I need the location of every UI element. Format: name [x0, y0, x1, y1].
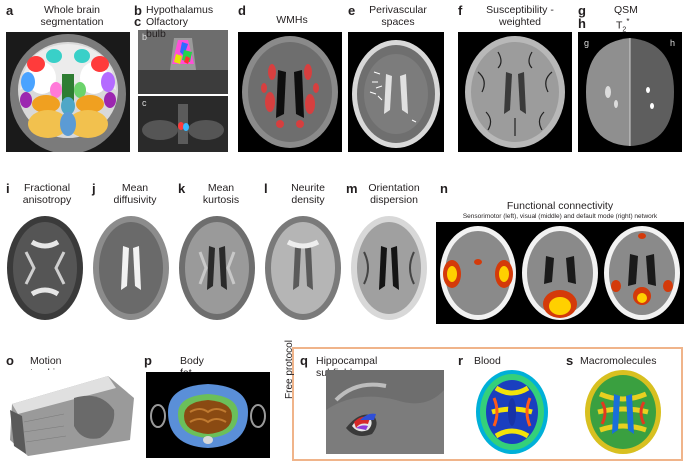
panel-letter: g — [578, 3, 586, 18]
whole-brain-segmentation-image — [6, 32, 130, 152]
title-subscript: 2 — [622, 26, 627, 34]
wmh-image — [238, 32, 342, 152]
panel-letter: h — [578, 16, 586, 31]
panel-title: T2* — [616, 16, 629, 37]
panel-letter: a — [6, 3, 14, 18]
inset-label: h — [670, 38, 676, 48]
macromolecules-image — [580, 368, 666, 456]
hippocampal-subfields-image — [326, 370, 444, 454]
body-fat-image — [146, 372, 270, 458]
panel-letter: e — [348, 3, 356, 18]
panel-letter: j — [92, 181, 96, 196]
panel-letter: r — [458, 353, 464, 368]
panel-letter: n — [440, 181, 448, 196]
panel-title: WMHs — [276, 14, 308, 26]
inset-label: b — [142, 32, 148, 42]
panel-title: Whole brain segmentation — [40, 4, 104, 28]
panel-letter: o — [6, 353, 14, 368]
panel-letter: l — [264, 181, 268, 196]
free-protocol-label: Free protocol — [284, 340, 295, 399]
panel-letter: b — [134, 3, 142, 18]
panel-title: Mean diffusivity — [113, 182, 157, 206]
panel-letter: c — [134, 14, 142, 29]
inset-label: g — [584, 38, 590, 48]
panel-title: QSM — [614, 4, 638, 16]
panel-title: Functional connectivity — [506, 200, 614, 212]
panel-letter: s — [566, 353, 574, 368]
panel-letter: q — [300, 353, 308, 368]
neurite-density-image — [262, 212, 344, 324]
olfactory-bulb-image: c — [138, 96, 228, 152]
panel-title: Olfactory bulb — [146, 16, 189, 40]
inset-label: c — [142, 98, 147, 108]
qsm-t2star-image: g h — [578, 32, 682, 152]
panel-letter: m — [346, 181, 358, 196]
panel-letter: i — [6, 181, 10, 196]
panel-title: Perivascular spaces — [369, 4, 427, 28]
mean-kurtosis-image — [176, 212, 258, 324]
title-main: T — [616, 19, 623, 32]
functional-connectivity-image — [436, 222, 684, 324]
panel-title: Mean kurtosis — [202, 182, 240, 206]
panel-letter: f — [458, 3, 463, 18]
panel-subtitle: Sensorimotor (left), visual (middle) and… — [462, 213, 658, 220]
perivascular-spaces-image — [348, 32, 444, 152]
hypothalamus-image: b — [138, 30, 228, 94]
panel-title: Neurite density — [291, 182, 325, 206]
panel-letter: k — [178, 181, 186, 196]
panel-title: Fractional anisotropy — [22, 182, 72, 206]
panel-title: Hypothalamus — [146, 4, 214, 16]
susceptibility-weighted-image — [458, 32, 572, 152]
panel-letter: p — [144, 353, 152, 368]
blood-flow-image — [470, 368, 554, 456]
mean-diffusivity-image — [90, 212, 172, 324]
panel-letter: d — [238, 3, 246, 18]
motion-tracking-image — [4, 370, 136, 458]
title-superscript: * — [626, 17, 630, 26]
panel-title: Orientation dispersion — [368, 182, 420, 206]
panel-title: Susceptibility - weighted — [486, 4, 554, 28]
panel-title: Macromolecules — [580, 355, 657, 367]
free-protocol-frame — [292, 347, 683, 461]
fractional-anisotropy-image — [4, 212, 86, 324]
orientation-dispersion-image — [348, 212, 430, 324]
